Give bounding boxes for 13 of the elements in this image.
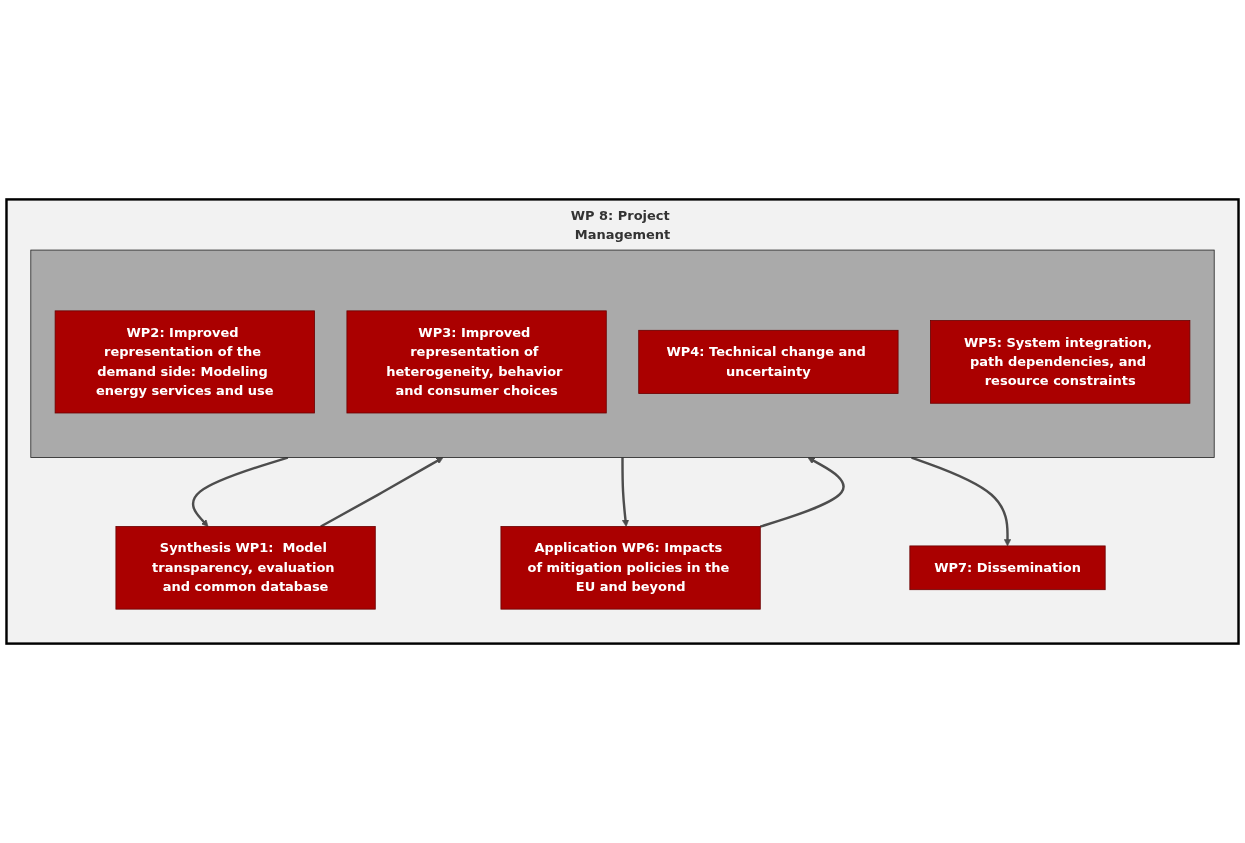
- node-box: WP2: Improved representation of the demand side: Modeling energy services and use: [54, 310, 315, 414]
- arrow: [911, 456, 1012, 547]
- node-box: Synthesis WP1: Model transparency, evaluation and common database: [115, 526, 376, 610]
- arrow: [621, 457, 630, 527]
- node-box: WP7: Dissemination: [909, 545, 1106, 591]
- node-box: WP5: System integration, path dependencies, and resource constraints: [930, 320, 1191, 404]
- arrow: [191, 456, 289, 527]
- node-box: WP4: Technical change and uncertainty: [638, 329, 899, 394]
- arrow: [320, 457, 444, 528]
- node-box: WP3: Improved representation of heterogeneity, behavior and consumer choices: [346, 310, 607, 414]
- node-box: Application WP6: Impacts of mitigation policies in the EU and beyond: [500, 526, 761, 610]
- cluster: [30, 249, 1215, 458]
- arrow: [759, 457, 845, 528]
